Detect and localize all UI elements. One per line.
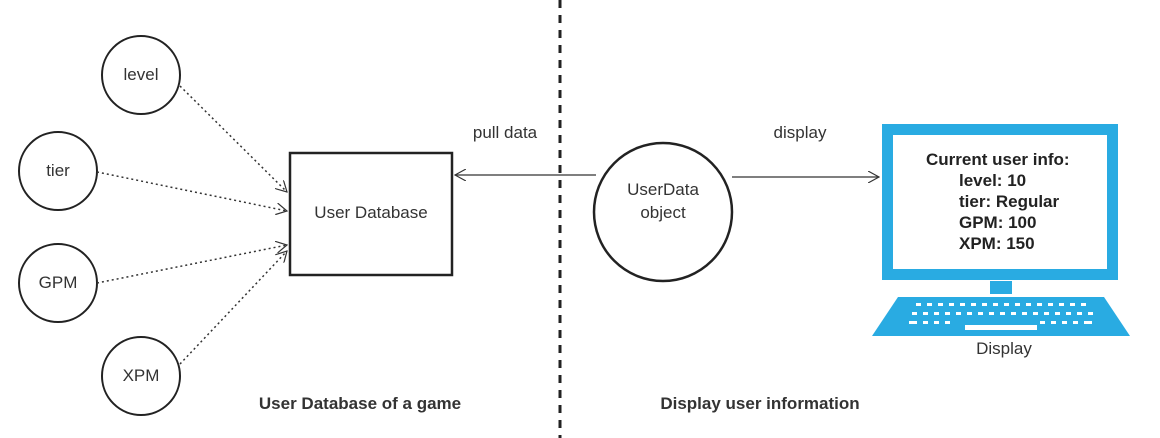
- attribute-node-xpm: [101, 336, 181, 416]
- attribute-node-tier: [18, 131, 98, 211]
- userdata-object-node: [592, 141, 734, 283]
- right-section-caption: Display user information: [660, 394, 860, 413]
- pull-data-label: pull data: [472, 123, 538, 142]
- attribute-label-tier: tier: [46, 161, 70, 180]
- screen-line-xpm: XPM: 150: [959, 234, 1035, 253]
- attribute-label-gpm: GPM: [38, 273, 78, 292]
- connector-tier: [96, 171, 287, 211]
- monitor-icon: [872, 124, 1130, 336]
- screen-header: Current user info:: [926, 150, 1070, 169]
- user-database-box: [288, 151, 454, 277]
- attribute-node-level: [101, 35, 181, 115]
- attribute-label-xpm: XPM: [122, 366, 160, 385]
- userdata-label-line1: UserData: [627, 180, 699, 199]
- screen-line-gpm: GPM: 100: [959, 213, 1037, 232]
- screen-line-level: level: 10: [959, 171, 1027, 190]
- user-database-label: User Database: [314, 203, 428, 222]
- left-section-caption: User Database of a game: [258, 394, 462, 413]
- connector-xpm: [179, 251, 287, 365]
- display-label: display: [773, 123, 827, 142]
- connector-gpm: [96, 245, 287, 284]
- userdata-label-line2: object: [640, 203, 686, 222]
- attribute-label-level: level: [123, 65, 159, 84]
- connector-level: [179, 85, 287, 192]
- monitor-caption: Display: [976, 339, 1032, 358]
- screen-line-tier: tier: Regular: [959, 192, 1060, 211]
